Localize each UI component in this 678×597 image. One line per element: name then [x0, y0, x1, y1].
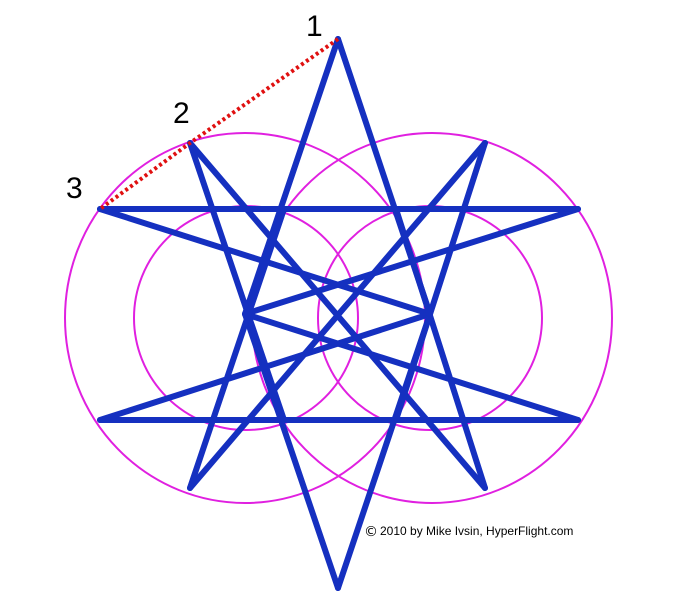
credit-text: 2010 by Mike Ivsin, HyperFlight.com: [380, 524, 573, 538]
point-1-label: 1: [306, 10, 323, 43]
tall-star-left-line: [242, 36, 341, 317]
star-lines: [97, 36, 581, 591]
steep-line-right-up: [393, 140, 488, 423]
steep-line-left-up: [187, 140, 287, 423]
circle-group: [64, 132, 613, 504]
diag-line-b: [187, 140, 488, 491]
steep-line-right-down: [393, 206, 488, 491]
point-3-label: 3: [66, 172, 83, 205]
copyright-icon: ©: [364, 524, 378, 540]
dotted-connector-line: [98, 37, 340, 211]
steep-line-left-down: [187, 206, 287, 491]
point-2-label: 2: [173, 97, 190, 130]
